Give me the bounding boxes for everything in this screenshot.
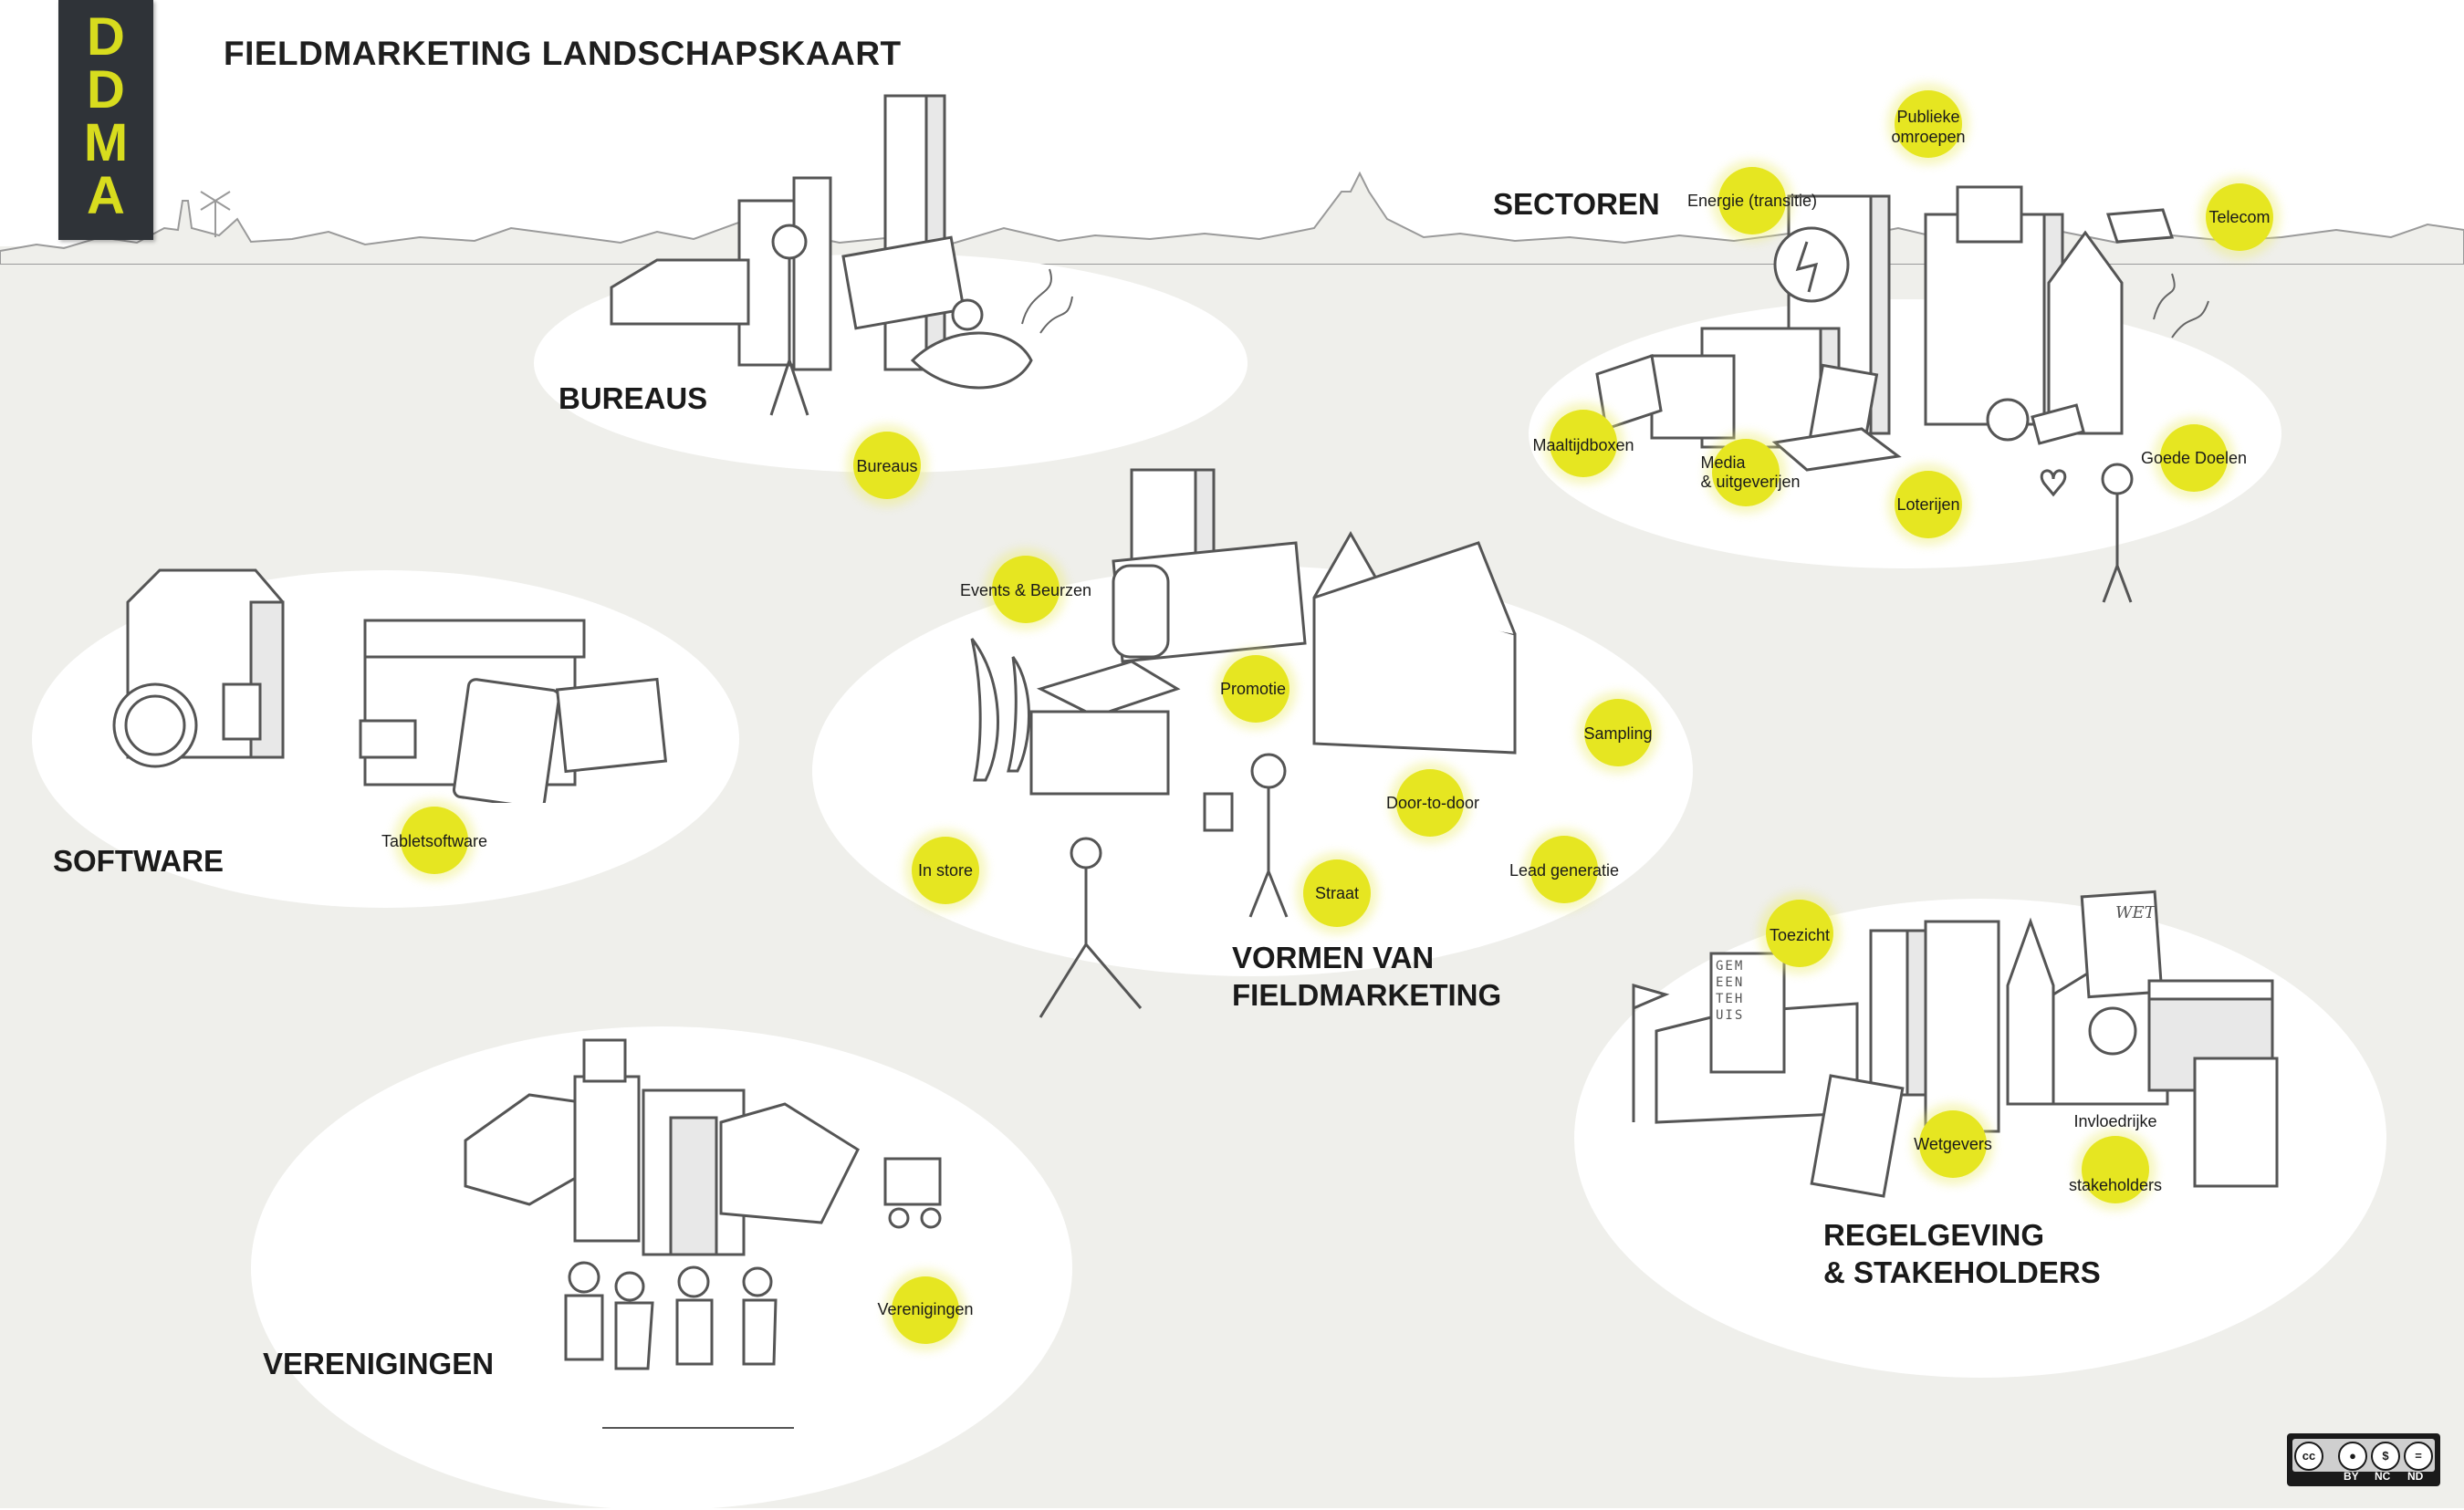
dot-toezicht[interactable] [1766, 900, 1833, 967]
dot-door-to-door[interactable] [1396, 769, 1464, 837]
dot-straat[interactable] [1303, 859, 1371, 927]
dot-loterijen[interactable] [1895, 471, 1962, 538]
cc-icons-strip: cc ● $ = [2292, 1439, 2435, 1472]
tag-sampling[interactable]: Sampling [1583, 724, 1653, 743]
dot-media[interactable] [1712, 439, 1780, 506]
by-icon: ● [2338, 1442, 2367, 1471]
zone-label-bureaus[interactable]: BUREAUS [559, 381, 708, 415]
tag-goede-doelen[interactable]: Goede Doelen [2140, 449, 2248, 467]
tag-door-to-door[interactable]: Door-to-door [1385, 794, 1480, 812]
tag-straat[interactable]: Straat [1314, 884, 1360, 902]
dot-wetgevers[interactable] [1919, 1110, 1987, 1178]
tag-in-store[interactable]: In store [917, 861, 974, 880]
tag-tabletsoftware[interactable]: Tabletsoftware [381, 832, 488, 850]
cc-license-badge[interactable]: cc ● $ = BY NC ND [2287, 1433, 2440, 1486]
dot-goede-doelen[interactable] [2160, 424, 2228, 492]
tag-loterijen[interactable]: Loterijen [1896, 495, 1960, 514]
tag-promotie[interactable]: Promotie [1219, 680, 1287, 698]
dot-energie[interactable] [1718, 167, 1786, 234]
software-illustration [112, 568, 668, 803]
nd-icon: = [2404, 1442, 2433, 1471]
zone-label-sectoren[interactable]: SECTOREN [1493, 187, 1660, 221]
zone-label-software[interactable]: SOFTWARE [53, 844, 224, 878]
logo-letter-d2: D [87, 60, 125, 120]
zone-label-verenigingen[interactable]: VERENIGINGEN [263, 1347, 495, 1380]
tag-publieke-omroepen-line1[interactable]: Publieke [1896, 108, 1960, 126]
verenigingen-illustration [464, 1038, 942, 1429]
dot-verenigingen[interactable] [892, 1276, 959, 1344]
dot-lead-generatie[interactable] [1530, 836, 1598, 903]
tag-media-line2[interactable]: & uitgeverijen [1700, 473, 1801, 491]
ddma-logo: D D M A [58, 0, 153, 240]
cc-icon: cc [2294, 1442, 2323, 1471]
tag-toezicht[interactable]: Toezicht [1769, 926, 1831, 944]
tag-media-line1[interactable]: Media [1700, 453, 1746, 472]
logo-letter-m: M [83, 113, 129, 172]
nc-icon: $ [2371, 1442, 2400, 1471]
zone-label-regelgeving-line1[interactable]: REGELGEVING [1823, 1218, 2045, 1252]
cc-label-nc: NC [2375, 1470, 2391, 1483]
tag-maaltijdboxen[interactable]: Maaltijdboxen [1532, 436, 1634, 454]
tag-invloedrijke-line2[interactable]: stakeholders [2068, 1176, 2163, 1194]
dot-tabletsoftware[interactable] [401, 807, 468, 874]
tag-publieke-omroepen-line2[interactable]: omroepen [1891, 128, 1966, 146]
tag-verenigingen[interactable]: Verenigingen [877, 1300, 974, 1318]
tag-energie[interactable]: Energie (transitie) [1686, 192, 1818, 210]
dot-events[interactable] [992, 556, 1060, 623]
dot-bureaus[interactable] [853, 432, 921, 499]
cc-label-nd: ND [2407, 1470, 2424, 1483]
dot-in-store[interactable] [912, 837, 979, 904]
dot-publieke-omroepen[interactable] [1895, 90, 1962, 158]
tag-events[interactable]: Events & Beurzen [959, 581, 1092, 599]
tag-invloedrijke-line1[interactable]: Invloedrijke [2073, 1112, 2157, 1130]
dot-telecom[interactable] [2206, 183, 2273, 251]
zone-label-regelgeving-line2[interactable]: & STAKEHOLDERS [1823, 1255, 2101, 1289]
wet-sign: WET [2115, 903, 2156, 922]
tag-lead-generatie[interactable]: Lead generatie [1509, 861, 1620, 880]
tag-telecom[interactable]: Telecom [2208, 208, 2271, 226]
dot-promotie[interactable] [1222, 655, 1289, 723]
bureaus-illustration [610, 94, 1073, 416]
zone-label-vormen-line1[interactable]: VORMEN VAN [1232, 941, 1435, 974]
regelgeving-illustration [1632, 890, 2279, 1198]
gemeentehuis-sign: GEM EEN TEH UIS [1716, 959, 1745, 1023]
dot-sampling[interactable] [1584, 699, 1652, 766]
tag-bureaus[interactable]: Bureaus [856, 457, 918, 475]
dot-invloedrijke-stakeholders[interactable] [2082, 1136, 2149, 1203]
logo-letter-a: A [87, 166, 125, 225]
sectoren-illustration [1595, 185, 2209, 603]
vormen-illustration [970, 468, 1517, 1018]
zone-label-vormen-line2[interactable]: FIELDMARKETING [1232, 978, 1502, 1012]
tag-wetgevers[interactable]: Wetgevers [1914, 1135, 1992, 1153]
logo-letter-d1: D [87, 7, 125, 67]
cc-label-by: BY [2344, 1470, 2359, 1483]
dot-maaltijdboxen[interactable] [1550, 410, 1617, 477]
page-title: FIELDMARKETING LANDSCHAPSKAART [224, 35, 902, 72]
